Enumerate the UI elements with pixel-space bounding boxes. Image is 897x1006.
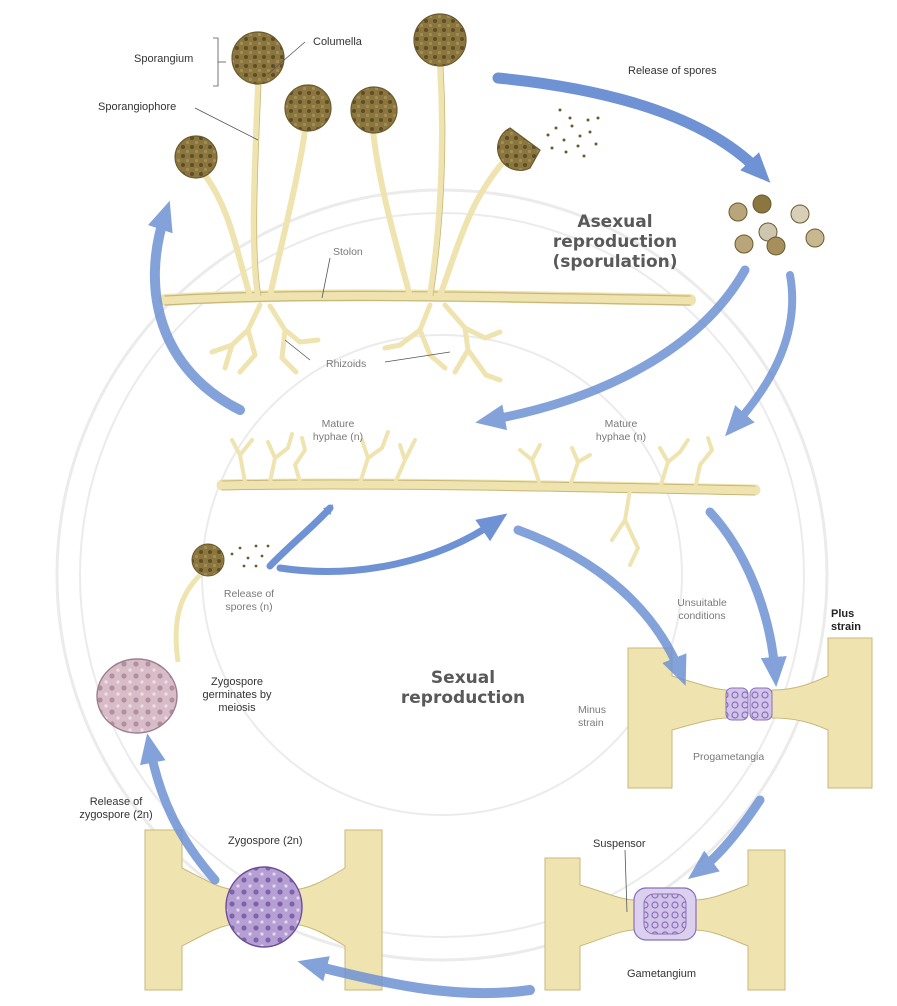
label-stolon: Stolon	[333, 246, 363, 259]
label-plus-strain: Plus strain	[831, 608, 861, 634]
heading-sexual-line1: Sexual	[388, 668, 538, 688]
label-unsuitable-conditions: Unsuitable conditions	[662, 597, 742, 623]
mature-hyphae	[222, 432, 755, 565]
label-rhizoids: Rhizoids	[326, 358, 366, 371]
label-release-of-spores-n-line1: Release of	[214, 588, 284, 601]
label-zygospore-germinates: Zygospore germinates by meiosis	[192, 676, 282, 715]
label-mature-hyphae-left: Mature hyphae (n)	[300, 418, 376, 444]
leader-lines	[195, 38, 450, 362]
label-zygospore-germinates-line3: meiosis	[192, 702, 282, 715]
released-spores-cloud	[547, 109, 600, 158]
heading-sexual-reproduction: Sexual reproduction	[388, 668, 538, 708]
label-release-of-spores-n-line2: spores (n)	[214, 601, 284, 614]
label-mature-hyphae-right-line1: Mature	[583, 418, 659, 431]
label-unsuitable-line2: conditions	[662, 610, 742, 623]
heading-asexual-line2: reproduction	[520, 232, 710, 252]
heading-sexual-line2: reproduction	[388, 688, 538, 708]
label-suspensor: Suspensor	[593, 838, 646, 851]
label-progametangia: Progametangia	[693, 751, 764, 764]
sporangiophore-outlines	[257, 65, 445, 296]
label-columella: Columella	[313, 36, 362, 49]
loose-spores	[729, 195, 824, 255]
label-sporangiophore: Sporangiophore	[98, 101, 176, 114]
heading-asexual-line1: Asexual	[520, 212, 710, 232]
label-plus-strain-line2: strain	[831, 621, 861, 634]
zygospore-hyphae	[145, 830, 382, 990]
heading-asexual-line3: (sporulation)	[520, 252, 710, 272]
label-minus-strain-line1: Minus	[578, 704, 606, 717]
label-release-of-zygospore-line2: zygospore (2n)	[70, 809, 162, 822]
label-plus-strain-line1: Plus	[831, 608, 861, 621]
label-minus-strain: Minus strain	[578, 704, 606, 730]
label-zygospore-germinates-line1: Zygospore	[192, 676, 282, 689]
label-sporangium: Sporangium	[134, 53, 193, 66]
label-mature-hyphae-left-line1: Mature	[300, 418, 376, 431]
label-gametangium: Gametangium	[627, 968, 696, 981]
label-zygospore-2n: Zygospore (2n)	[228, 835, 303, 848]
label-release-of-spores: Release of spores	[628, 65, 717, 78]
released-spores-n	[231, 545, 270, 568]
label-release-of-zygospore-line1: Release of	[70, 796, 162, 809]
label-unsuitable-line1: Unsuitable	[662, 597, 742, 610]
label-mature-hyphae-right-line2: hyphae (n)	[583, 431, 659, 444]
label-mature-hyphae-left-line2: hyphae (n)	[300, 431, 376, 444]
label-release-of-spores-n: Release of spores (n)	[214, 588, 284, 614]
label-zygospore-germinates-line2: germinates by	[192, 689, 282, 702]
heading-asexual-reproduction: Asexual reproduction (sporulation)	[520, 212, 710, 272]
label-minus-strain-line2: strain	[578, 717, 606, 730]
label-release-of-zygospore: Release of zygospore (2n)	[70, 796, 162, 822]
label-mature-hyphae-right: Mature hyphae (n)	[583, 418, 659, 444]
